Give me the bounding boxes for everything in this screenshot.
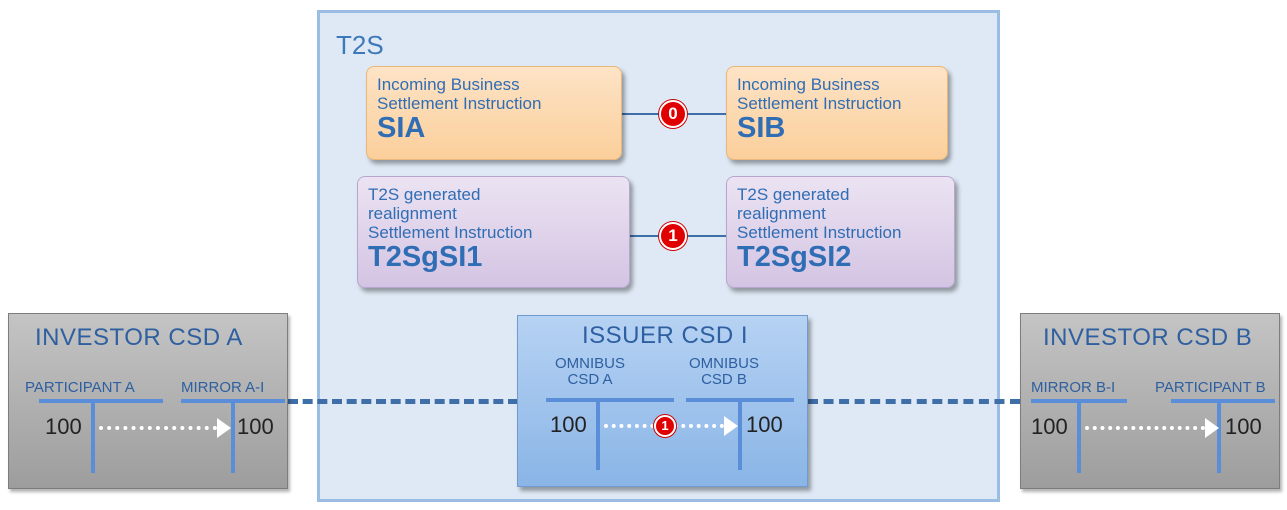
t2sgsi1-line2: realignment	[368, 204, 457, 223]
omnibus-csd-b-label-line1: OMNIBUS	[688, 355, 759, 372]
sib-line2: Settlement Instruction	[737, 94, 902, 113]
omnibus-csd-b-label-line2: CSD B	[701, 371, 747, 388]
dashed-link-issuer-b	[808, 399, 1020, 404]
investor-csd-a-title: INVESTOR CSD A	[35, 324, 243, 351]
issuer-csd-box: ISSUER CSD I OMNIBUS CSD A OMNIBUS CSD B…	[517, 315, 808, 487]
t2sgsi2-box: T2S generated realignment Settlement Ins…	[726, 176, 955, 288]
t2sgsi2-line3: Settlement Instruction	[737, 223, 902, 242]
t2sgsi2-line2: realignment	[737, 204, 826, 223]
omnibus-csd-a-value: 100	[550, 412, 587, 437]
sib-line1: Incoming Business	[737, 75, 880, 94]
badge-1: 1	[659, 222, 687, 250]
mirror-a-i-label: MIRROR A-I	[181, 379, 265, 396]
participant-a-label: PARTICIPANT A	[25, 379, 135, 396]
mirror-a-i-t-stem	[231, 399, 235, 473]
participant-a-value: 100	[45, 414, 82, 439]
t2sgsi2-code: T2SgSI2	[737, 241, 852, 273]
mirror-b-i-value: 100	[1031, 414, 1068, 439]
transfer-b-arrow-icon	[1205, 418, 1219, 438]
omnibus-csd-a-label: OMNIBUS CSD A	[554, 356, 626, 388]
transfer-b-dots	[1085, 426, 1205, 430]
participant-a-t-stem	[91, 399, 95, 473]
mirror-b-i-label: MIRROR B-I	[1031, 379, 1116, 396]
t2s-title: T2S	[336, 30, 384, 60]
omnibus-csd-a-label-line2: CSD A	[567, 371, 613, 388]
omnibus-csd-b-label: OMNIBUS CSD B	[688, 356, 760, 388]
mirror-b-i-t-stem	[1077, 399, 1081, 473]
sia-box: Incoming Business Settlement Instruction…	[366, 66, 622, 160]
investor-csd-b-title: INVESTOR CSD B	[1043, 324, 1253, 351]
sia-code: SIA	[377, 112, 426, 144]
issuer-csd-title: ISSUER CSD I	[582, 322, 749, 349]
participant-b-t-stem	[1217, 399, 1221, 473]
transfer-issuer-arrow-icon	[724, 416, 738, 436]
omnibus-csd-b-t-stem	[738, 398, 742, 470]
t2sgsi1-line1: T2S generated	[368, 185, 481, 204]
omnibus-csd-b-value: 100	[746, 412, 783, 437]
t2sgsi1-box: T2S generated realignment Settlement Ins…	[357, 176, 630, 288]
transfer-a-arrow-icon	[217, 418, 231, 438]
t2sgsi1-code: T2SgSI1	[368, 241, 483, 273]
investor-csd-a-box: INVESTOR CSD A PARTICIPANT A MIRROR A-I …	[8, 313, 288, 489]
transfer-a-dots	[99, 426, 217, 430]
omnibus-csd-a-label-line1: OMNIBUS	[554, 355, 625, 372]
participant-b-t-bar	[1171, 399, 1275, 403]
mirror-a-i-value: 100	[237, 414, 274, 439]
sia-line2: Settlement Instruction	[377, 94, 542, 113]
participant-b-value: 100	[1225, 414, 1262, 439]
t2sgsi1-line3: Settlement Instruction	[368, 223, 533, 242]
sib-box: Incoming Business Settlement Instruction…	[726, 66, 948, 160]
t2sgsi2-line1: T2S generated	[737, 185, 850, 204]
badge-0: 0	[659, 100, 687, 128]
participant-b-label: PARTICIPANT B	[1155, 379, 1266, 396]
sib-code: SIB	[737, 112, 786, 144]
investor-csd-b-box: INVESTOR CSD B MIRROR B-I PARTICIPANT B …	[1020, 313, 1280, 489]
omnibus-csd-a-t-stem	[596, 398, 600, 470]
dashed-link-a-issuer	[288, 399, 518, 404]
sia-line1: Incoming Business	[377, 75, 520, 94]
omnibus-csd-a-t-bar	[546, 398, 674, 402]
participant-a-t-bar	[39, 399, 163, 403]
badge-issuer-transfer: 1	[654, 415, 676, 437]
